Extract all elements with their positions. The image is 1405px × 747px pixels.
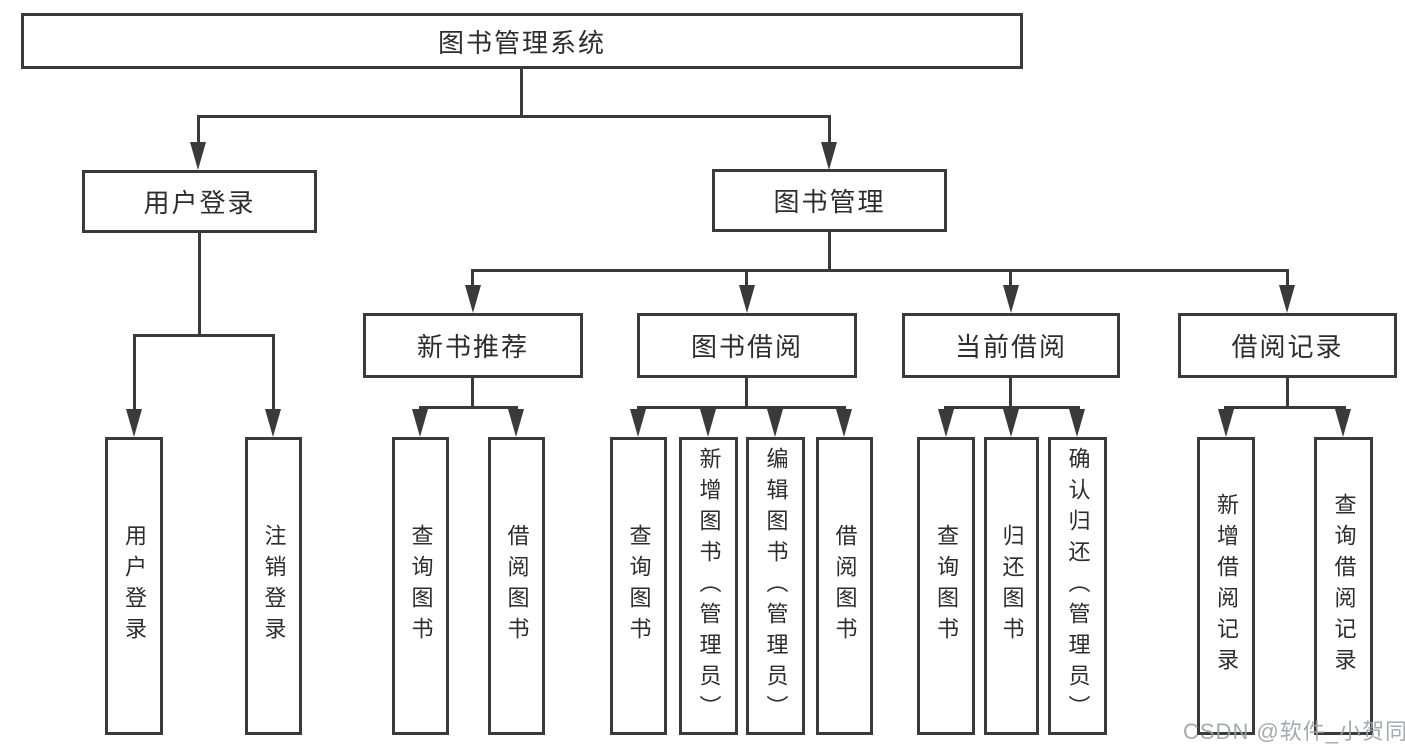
leaf-query-books-current: 查询图书	[917, 437, 975, 735]
node-label: 用户登录	[143, 188, 256, 218]
node-label: 新书推荐	[416, 332, 529, 362]
node-library-management-system: 图书管理系统	[21, 13, 1023, 69]
node-label: 查询图书	[934, 524, 959, 648]
connector-line	[828, 232, 831, 272]
connector-line	[1009, 269, 1012, 285]
node-label: 图书管理系统	[437, 27, 606, 58]
arrow-down-icon	[821, 142, 837, 170]
node-label: 编辑图书（管理员）	[763, 446, 789, 726]
leaf-user-login: 用户登录	[105, 437, 163, 735]
node-label: 图书借阅	[690, 332, 803, 362]
connector-line	[745, 378, 748, 409]
node-label: 图书管理	[773, 187, 886, 217]
leaf-query-books-recommendation: 查询图书	[392, 437, 449, 735]
leaf-add-borrow-record: 新增借阅记录	[1197, 437, 1255, 735]
connector-line	[944, 406, 1080, 409]
arrow-down-icon	[767, 409, 783, 437]
leaf-edit-books-admin: 编辑图书（管理员）	[746, 437, 805, 735]
node-label: 借阅图书	[832, 524, 858, 648]
arrow-down-icon	[1003, 285, 1019, 313]
arrow-down-icon	[1218, 409, 1234, 437]
arrow-down-icon	[1335, 409, 1351, 437]
node-label: 查询图书	[408, 524, 434, 648]
connector-line	[471, 269, 1289, 272]
node-current-borrowing: 当前借阅	[902, 313, 1120, 378]
node-new-book-recommendation: 新书推荐	[363, 313, 583, 378]
connector-line	[197, 115, 200, 142]
arrow-down-icon	[126, 409, 142, 437]
arrow-down-icon	[700, 409, 716, 437]
node-borrowing-records: 借阅记录	[1178, 313, 1397, 378]
node-book-management: 图书管理	[712, 169, 947, 232]
connector-line	[198, 233, 201, 337]
node-label: 归还图书	[999, 524, 1025, 648]
leaf-query-borrow-record: 查询借阅记录	[1314, 437, 1373, 735]
connector-line	[471, 269, 474, 285]
connector-line	[133, 334, 136, 409]
connector-line	[471, 378, 474, 409]
connector-line	[745, 269, 748, 285]
arrow-down-icon	[938, 409, 954, 437]
arrow-down-icon	[630, 409, 646, 437]
node-label: 查询借阅记录	[1331, 493, 1357, 679]
node-label: 用户登录	[122, 524, 147, 648]
node-label: 当前借阅	[954, 332, 1067, 362]
connector-line	[1224, 406, 1346, 409]
leaf-borrow-books: 借阅图书	[816, 437, 873, 735]
node-label: 确认归还（管理员）	[1065, 446, 1091, 726]
leaf-borrow-books-recommendation: 借阅图书	[488, 437, 545, 735]
node-user-login: 用户登录	[82, 170, 317, 233]
arrow-down-icon	[412, 409, 428, 437]
arrow-down-icon	[1279, 285, 1295, 313]
node-label: 查询图书	[626, 524, 652, 648]
node-book-borrowing: 图书借阅	[637, 313, 857, 378]
arrow-down-icon	[465, 285, 481, 313]
arrow-down-icon	[190, 142, 206, 170]
arrow-down-icon	[836, 409, 852, 437]
arrow-down-icon	[1069, 409, 1085, 437]
node-label: 注销登录	[261, 524, 287, 648]
node-label: 借阅记录	[1231, 332, 1344, 362]
connector-line	[520, 69, 523, 118]
connector-line	[1009, 378, 1012, 409]
connector-line	[828, 115, 831, 142]
connector-line	[1286, 269, 1289, 285]
watermark-text: CSDN @软件_小贺同学	[1183, 719, 1405, 744]
connector-line	[133, 334, 275, 337]
connector-line	[272, 334, 275, 409]
node-label: 新增图书（管理员）	[696, 446, 722, 726]
leaf-query-books-borrowing: 查询图书	[610, 437, 667, 735]
leaf-logout: 注销登录	[245, 437, 302, 735]
connector-line	[1286, 378, 1289, 409]
leaf-add-books-admin: 新增图书（管理员）	[679, 437, 738, 735]
arrow-down-icon	[739, 285, 755, 313]
connector-line	[419, 406, 518, 409]
leaf-confirm-return-admin: 确认归还（管理员）	[1048, 437, 1107, 735]
connector-line	[197, 115, 831, 118]
node-label: 新增借阅记录	[1214, 493, 1239, 679]
leaf-return-books: 归还图书	[984, 437, 1039, 735]
arrow-down-icon	[508, 409, 524, 437]
arrow-down-icon	[1003, 409, 1019, 437]
node-label: 借阅图书	[504, 524, 530, 648]
connector-line	[637, 406, 846, 409]
arrow-down-icon	[265, 409, 281, 437]
